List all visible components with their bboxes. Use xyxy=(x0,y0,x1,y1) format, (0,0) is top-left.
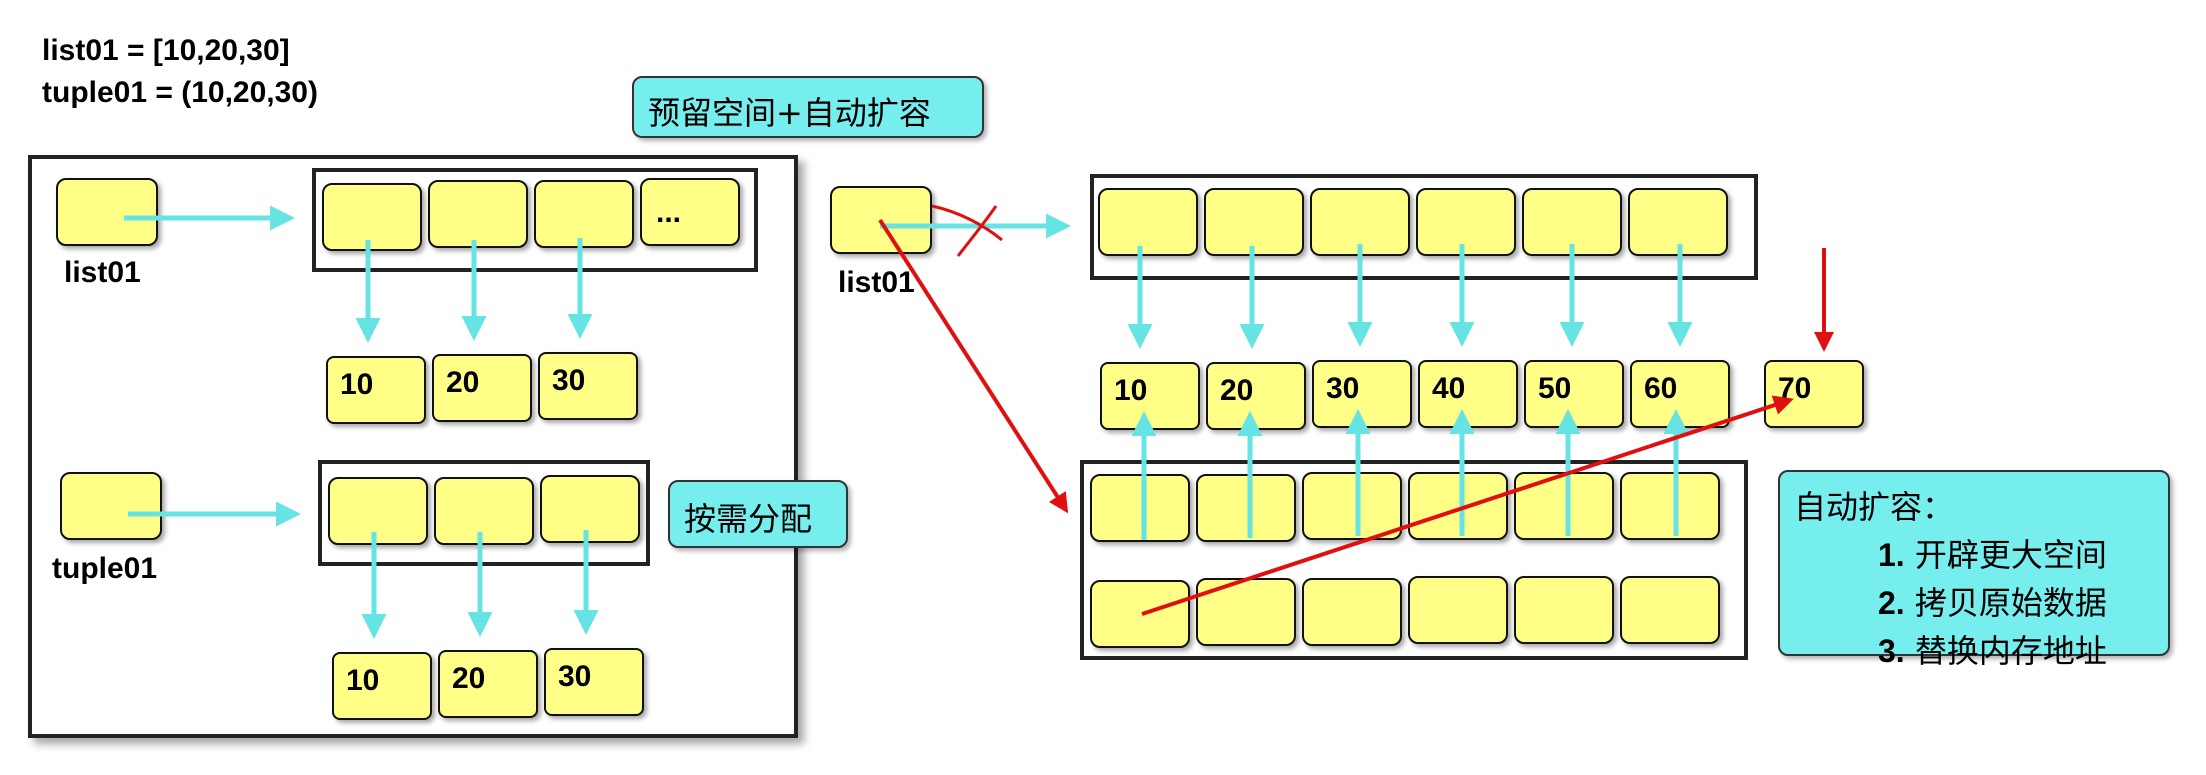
right-list01-variable-cell xyxy=(830,186,932,254)
list-value-20: 20 xyxy=(432,354,532,422)
value-10: 10 xyxy=(1100,362,1200,430)
tuple-slot-3 xyxy=(540,475,640,543)
tuple-slot-1 xyxy=(328,477,428,545)
list-slot-3 xyxy=(534,180,634,248)
callout-reserve-expand: 预留空间+自动扩容 xyxy=(632,76,984,138)
list01-label: list01 xyxy=(64,256,141,289)
note-step-3-num: 3. xyxy=(1878,633,1905,669)
new-slot-10 xyxy=(1408,576,1508,644)
note-step-2-num: 2. xyxy=(1878,585,1905,621)
value-30: 30 xyxy=(1312,360,1412,428)
new-slot-9 xyxy=(1302,578,1402,646)
value-20: 20 xyxy=(1206,362,1306,430)
note-step-1-num: 1. xyxy=(1878,537,1905,573)
value-40: 40 xyxy=(1418,360,1518,428)
new-pointer-arrow xyxy=(878,218,1069,514)
note-title: 自动扩容： xyxy=(1794,488,1955,526)
old-slot-4 xyxy=(1416,188,1516,256)
new-slot-6 xyxy=(1620,472,1720,540)
list-slot-reserved: ... xyxy=(640,178,740,246)
value-70-new: 70 xyxy=(1764,360,1864,428)
list-container xyxy=(312,168,758,272)
code-line-list: list01 = [10,20,30] xyxy=(42,34,290,67)
tuple-value-30: 30 xyxy=(544,648,644,716)
cross-out-mark xyxy=(931,204,1003,257)
left-memory-panel xyxy=(28,155,798,738)
new-slot-7 xyxy=(1090,580,1190,648)
old-slot-5 xyxy=(1522,188,1622,256)
list01-variable-cell xyxy=(56,178,158,246)
note-step-1-text: 开辟更大空间 xyxy=(1914,536,2107,574)
list-ellipsis: ... xyxy=(656,196,682,229)
new-slot-8 xyxy=(1196,578,1296,646)
old-slot-1 xyxy=(1098,188,1198,256)
tuple-container xyxy=(318,460,650,566)
new-slot-3 xyxy=(1302,472,1402,540)
tuple01-label: tuple01 xyxy=(52,552,158,585)
new-slot-5 xyxy=(1514,472,1614,540)
new-slot-1 xyxy=(1090,474,1190,542)
callout-on-demand: 按需分配 xyxy=(668,480,848,548)
callout-reserve-text: 预留空间+自动扩容 xyxy=(648,94,931,132)
code-line-tuple: tuple01 = (10,20,30) xyxy=(42,76,318,109)
note-step-3-text: 替换内存地址 xyxy=(1914,632,2107,670)
tuple-value-10: 10 xyxy=(332,652,432,720)
right-list01-label: list01 xyxy=(838,266,915,299)
old-list-container xyxy=(1090,174,1758,280)
auto-expand-note: 自动扩容： 1. 开辟更大空间 2. 拷贝原始数据 3. 替换内存地址 xyxy=(1778,470,2170,670)
value-50: 50 xyxy=(1524,360,1624,428)
list-slot-1 xyxy=(322,183,422,251)
note-step-3: 3. 替换内存地址 xyxy=(1794,626,2168,672)
note-step-2: 2. 拷贝原始数据 xyxy=(1794,578,2168,624)
old-slot-2 xyxy=(1204,188,1304,256)
new-slot-11 xyxy=(1514,576,1614,644)
note-step-1: 1. 开辟更大空间 xyxy=(1794,530,2168,576)
old-slot-3 xyxy=(1310,188,1410,256)
value-60: 60 xyxy=(1630,360,1730,428)
tuple-value-20: 20 xyxy=(438,650,538,718)
list-value-10: 10 xyxy=(326,356,426,424)
new-slot-4 xyxy=(1408,472,1508,540)
new-slot-2 xyxy=(1196,474,1296,542)
callout-on-demand-text: 按需分配 xyxy=(684,500,813,538)
list-value-30: 30 xyxy=(538,352,638,420)
old-slot-6 xyxy=(1628,188,1728,256)
tuple-slot-2 xyxy=(434,477,534,545)
tuple01-variable-cell xyxy=(60,472,162,540)
list-slot-2 xyxy=(428,180,528,248)
note-step-2-text: 拷贝原始数据 xyxy=(1914,584,2107,622)
new-slot-12 xyxy=(1620,576,1720,644)
